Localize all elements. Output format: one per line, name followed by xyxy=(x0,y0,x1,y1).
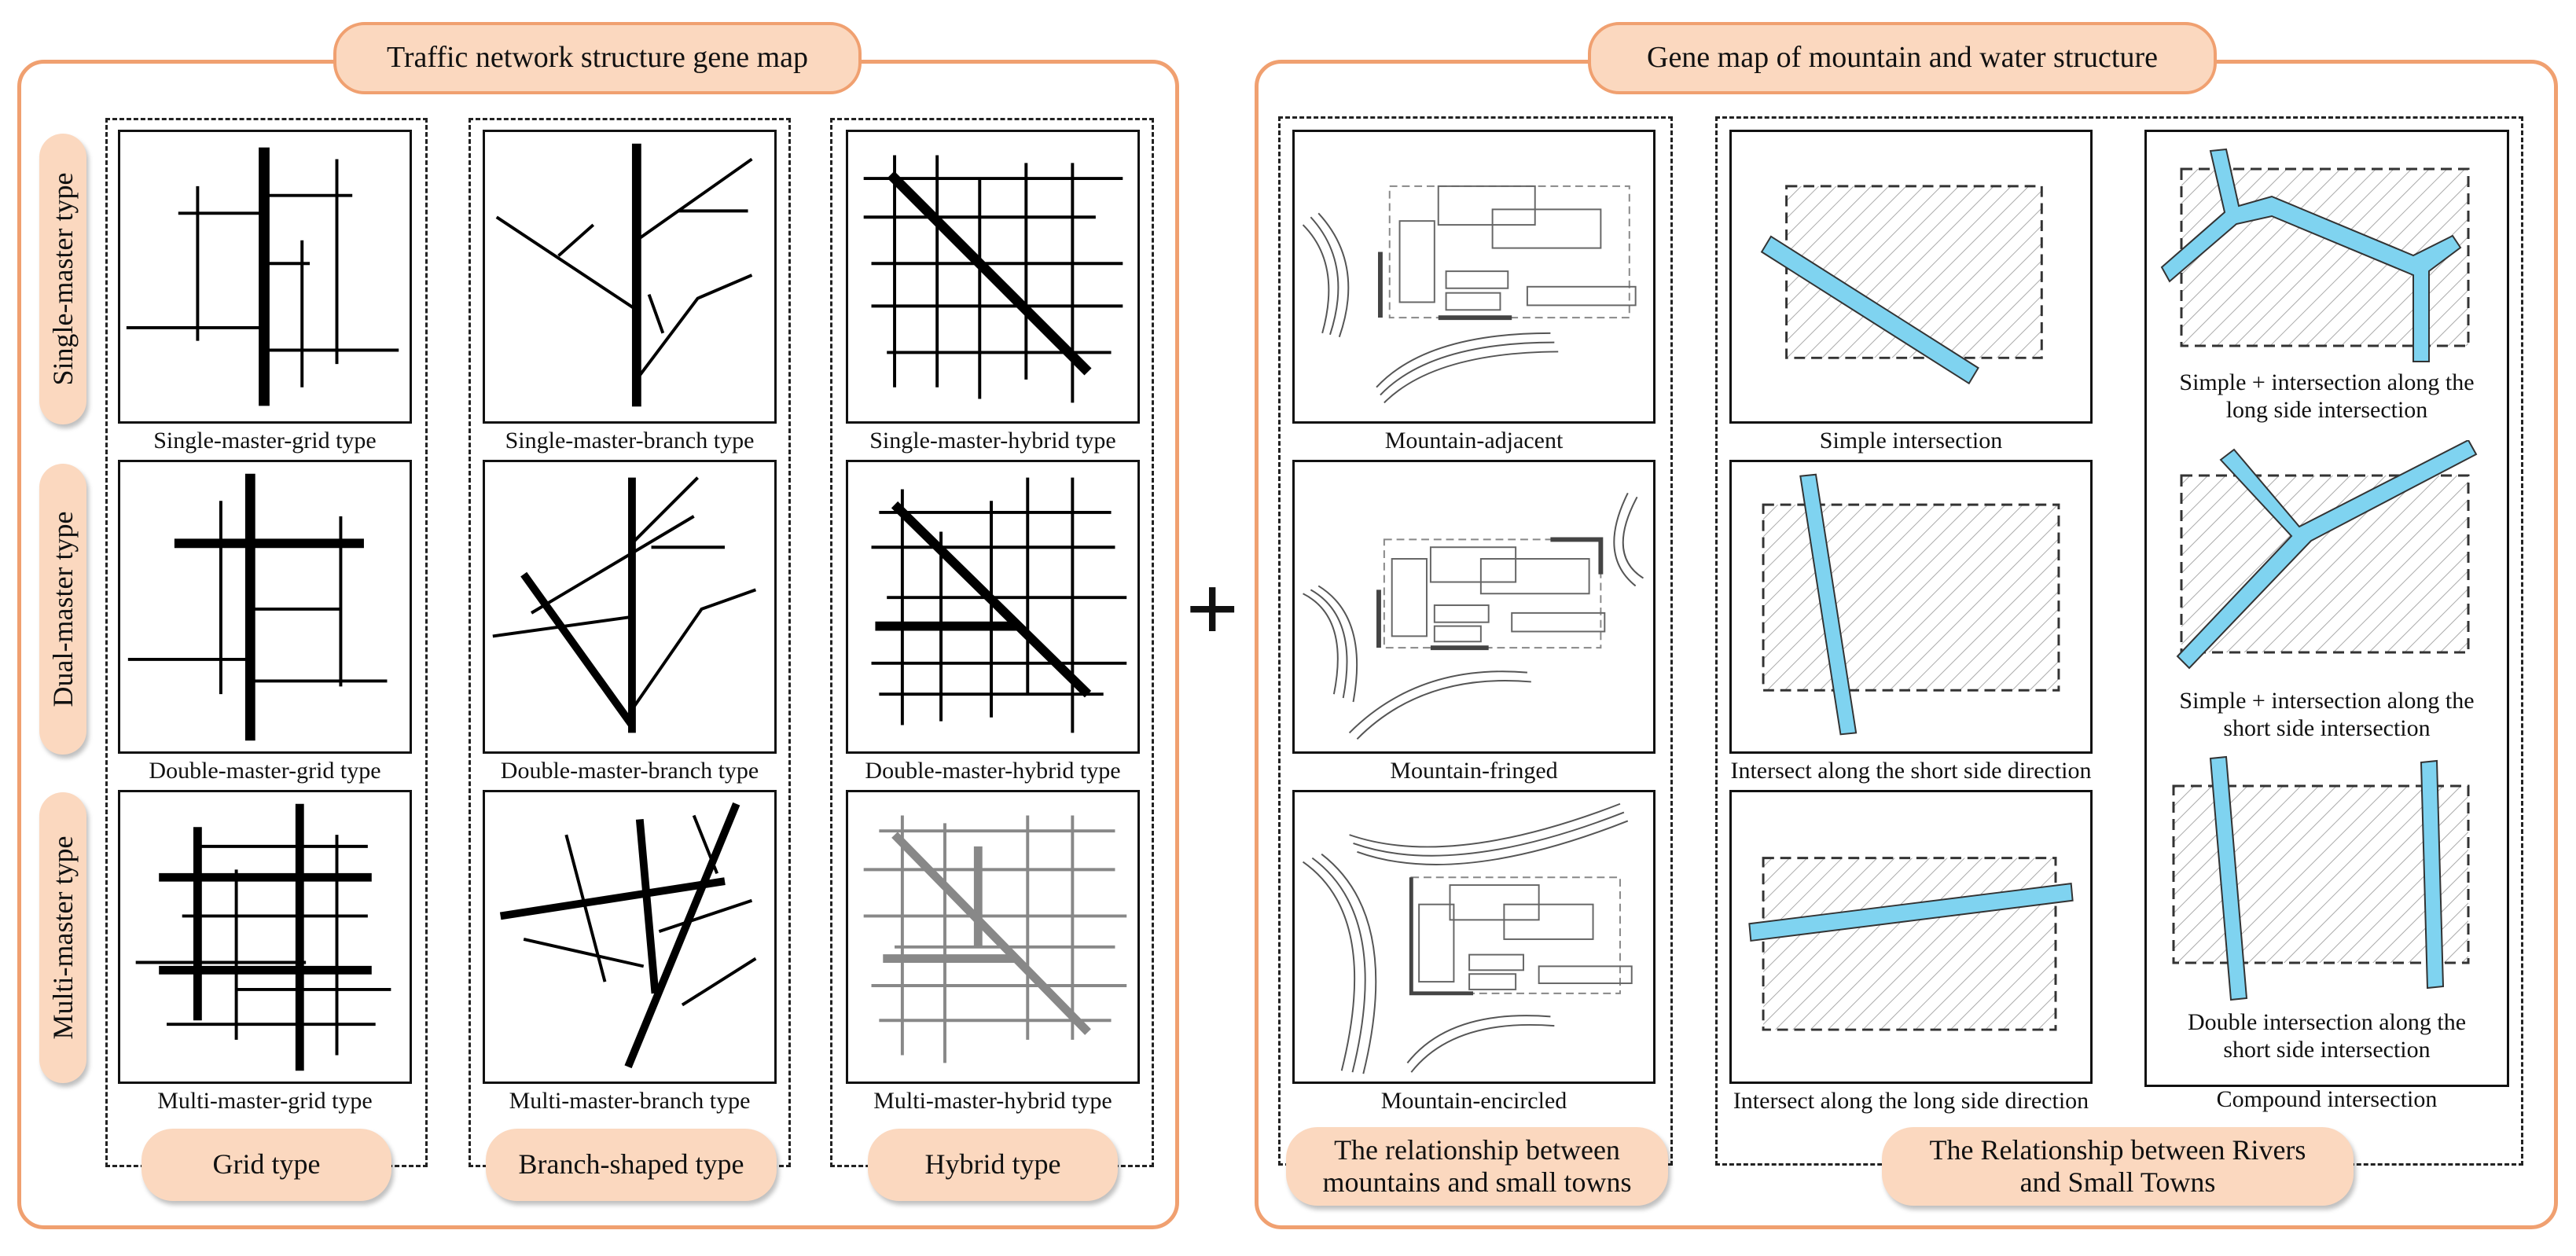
diagram-mountain-encircled xyxy=(1292,790,1655,1084)
caption-simple-intersection: Simple intersection xyxy=(1819,428,2003,454)
diagram-simple-intersection xyxy=(1729,130,2093,424)
diagram-single-master-branch xyxy=(483,130,777,424)
diagram-double-master-hybrid xyxy=(846,460,1140,754)
caption-mountain-fringed: Mountain-fringed xyxy=(1390,758,1558,784)
caption-single-master-branch: Single-master-branch type xyxy=(505,428,755,454)
caption-compound-intersection: Compound intersection xyxy=(2216,1086,2438,1112)
caption-compound-double: Double intersection along the short side… xyxy=(2187,1009,2467,1063)
diagram-compound-short-side xyxy=(2176,440,2478,670)
caption-single-master-grid: Single-master-grid type xyxy=(153,428,377,454)
diagram-short-side-intersection xyxy=(1729,460,2093,754)
diagram-multi-master-hybrid xyxy=(846,790,1140,1084)
caption-multi-master-hybrid: Multi-master-hybrid type xyxy=(873,1088,1112,1114)
diagram-single-master-grid xyxy=(118,130,412,424)
diagram-compound-long-side xyxy=(2160,148,2470,362)
column-label-hybrid: Hybrid type xyxy=(868,1129,1118,1201)
traffic-panel-title: Traffic network structure gene map xyxy=(333,22,862,94)
diagram-mountain-adjacent xyxy=(1292,130,1655,424)
river-group-label: The Relationship between Rivers and Smal… xyxy=(1882,1127,2354,1206)
plus-sign: + xyxy=(1185,556,1240,661)
compound-intersection-frame xyxy=(2144,130,2509,1087)
row-label-single: Single-master type xyxy=(39,134,86,424)
caption-multi-master-branch: Multi-master-branch type xyxy=(509,1088,751,1114)
caption-double-master-hybrid: Double-master-hybrid type xyxy=(865,758,1121,784)
caption-double-master-branch: Double-master-branch type xyxy=(500,758,759,784)
row-label-dual: Dual-master type xyxy=(39,464,86,755)
diagram-double-master-grid xyxy=(118,460,412,754)
diagram-compound-double xyxy=(2172,755,2470,1001)
diagram-single-master-hybrid xyxy=(846,130,1140,424)
column-label-branch: Branch-shaped type xyxy=(486,1129,777,1201)
diagram-mountain-fringed xyxy=(1292,460,1655,754)
row-label-multi: Multi-master type xyxy=(39,792,86,1083)
diagram-multi-master-grid xyxy=(118,790,412,1084)
mountain-water-panel-title: Gene map of mountain and water structure xyxy=(1588,22,2217,94)
caption-mountain-adjacent: Mountain-adjacent xyxy=(1384,428,1564,454)
caption-short-side-intersection: Intersect along the short side direction xyxy=(1730,758,2092,784)
caption-single-master-hybrid: Single-master-hybrid type xyxy=(869,428,1116,454)
diagram-long-side-intersection xyxy=(1729,790,2093,1084)
caption-multi-master-grid: Multi-master-grid type xyxy=(157,1088,373,1114)
caption-double-master-grid: Double-master-grid type xyxy=(149,758,381,784)
caption-compound-short-side: Simple + intersection along the short si… xyxy=(2179,688,2475,741)
diagram-multi-master-branch xyxy=(483,790,777,1084)
column-label-grid: Grid type xyxy=(141,1129,391,1201)
diagram-double-master-branch xyxy=(483,460,777,754)
caption-mountain-encircled: Mountain-encircled xyxy=(1380,1088,1567,1114)
caption-long-side-intersection: Intersect along the long side direction xyxy=(1733,1088,2089,1114)
caption-compound-long-side: Simple + intersection along the long sid… xyxy=(2179,369,2475,423)
mountain-group-label: The relationship between mountains and s… xyxy=(1286,1127,1668,1206)
